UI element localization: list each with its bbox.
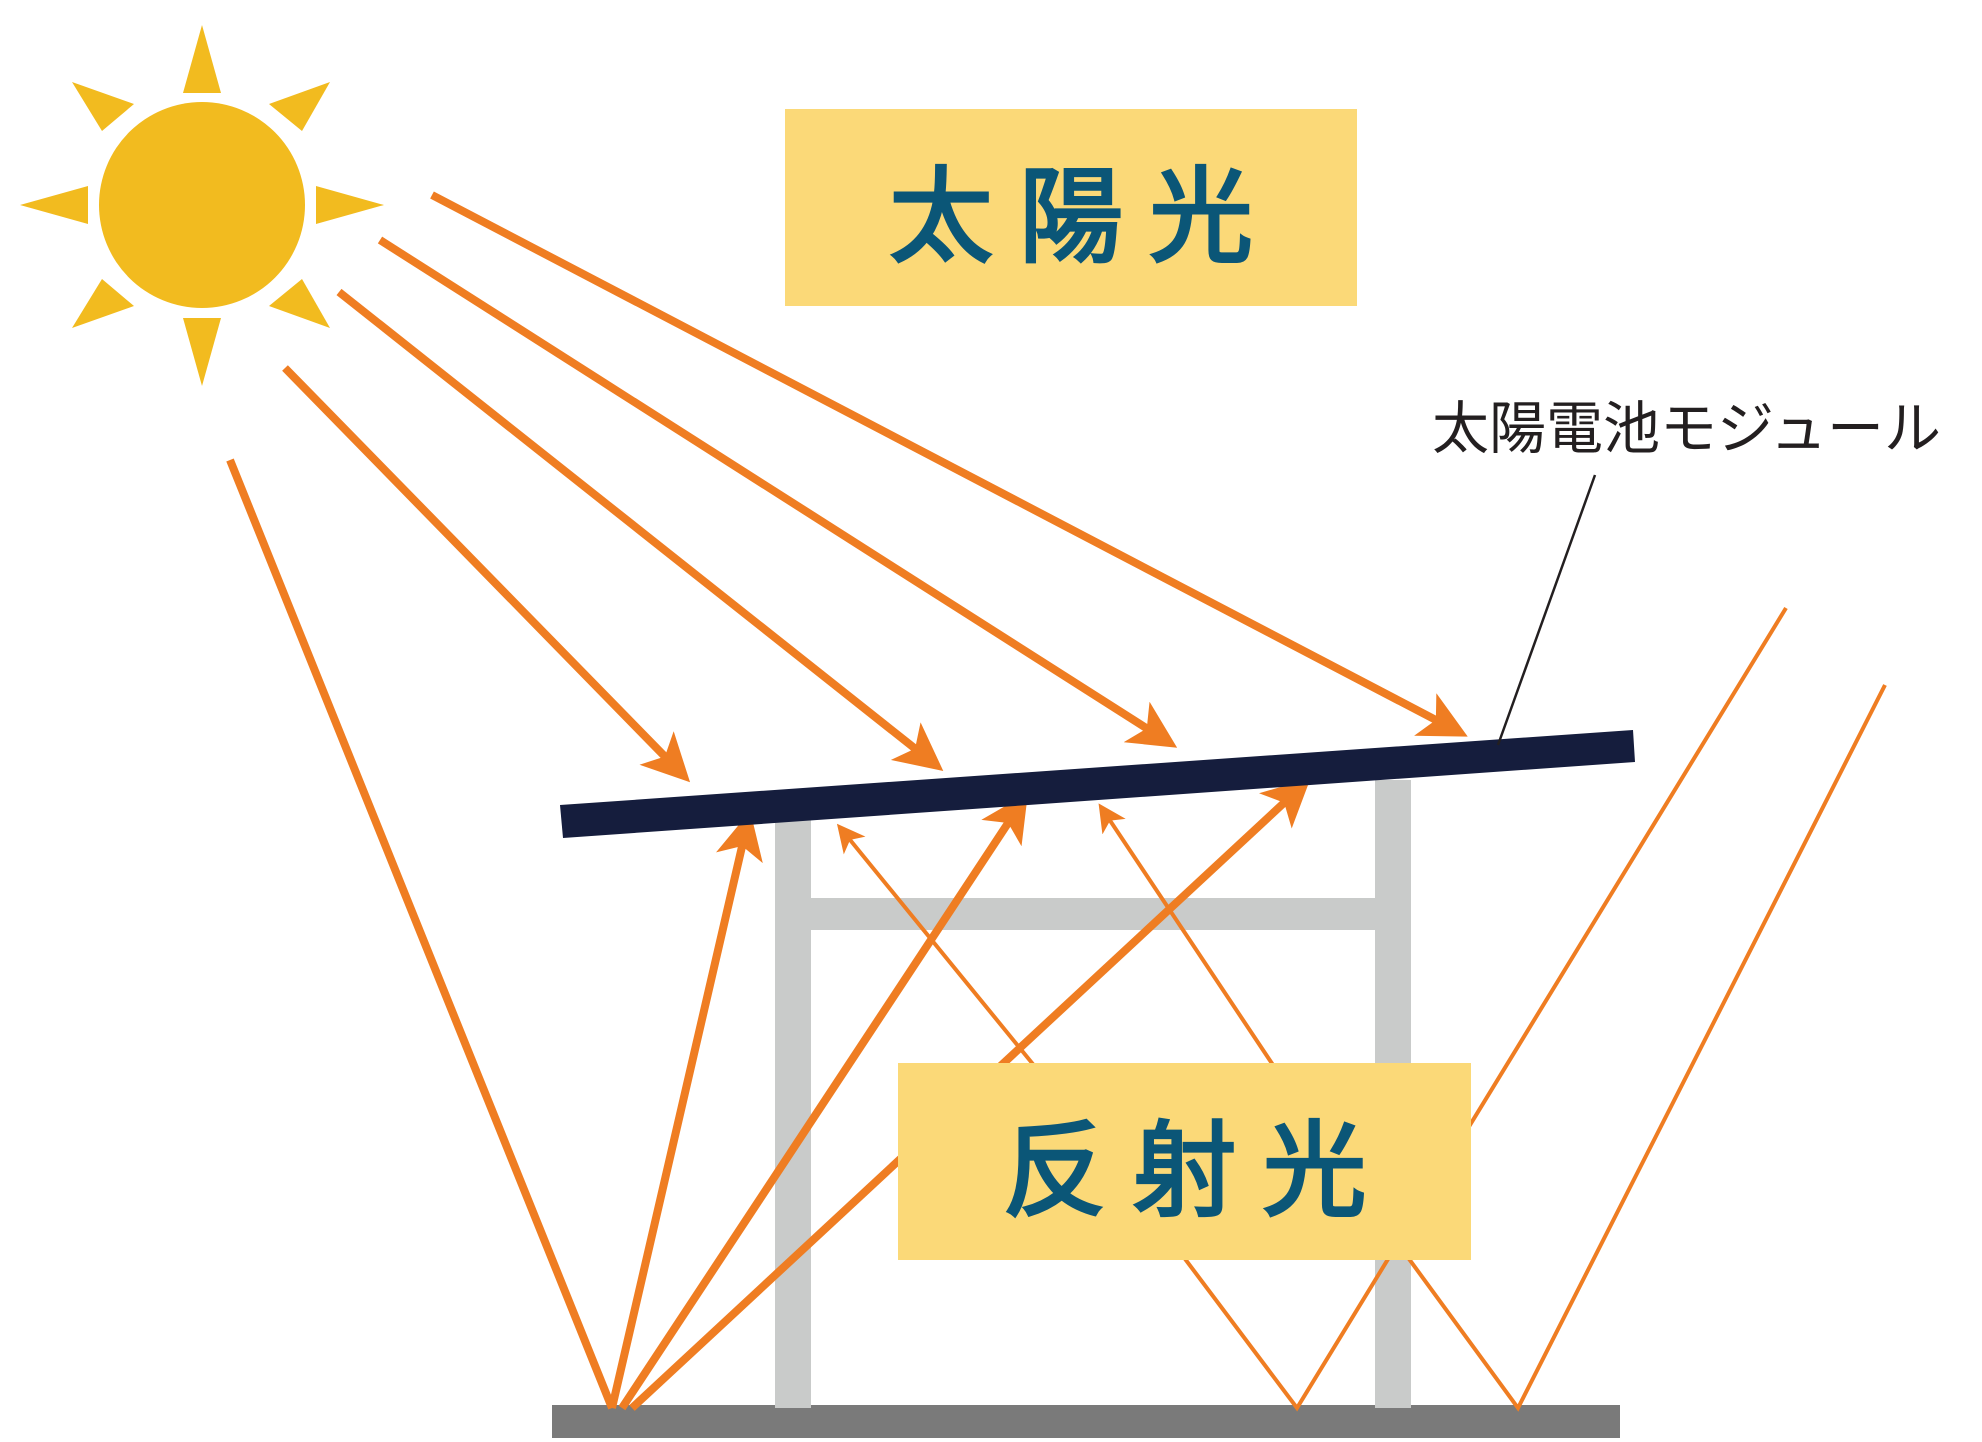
module-leader-line [1496, 474, 1597, 746]
frame-post-left [775, 818, 811, 1408]
solar-module-label: 太陽電池モジュール [1432, 396, 1942, 462]
sun-ray-1 [282, 365, 691, 783]
sunlight-label: 太陽光 [888, 156, 1279, 278]
sunlight-label-box: 太陽光 [785, 109, 1357, 306]
reflected-ray-thin-2 [1098, 684, 1887, 1412]
sun-ray-4 [430, 191, 1468, 737]
reflected-light-label: 反射光 [1002, 1110, 1393, 1232]
reflected-ray-thin-1 [836, 606, 1788, 1412]
reflected-light-label-box: 反射光 [898, 1063, 1471, 1260]
reflected-ray-1 [608, 810, 763, 1409]
sun-ray-to-ground [226, 458, 616, 1410]
solar-panel [560, 730, 1635, 838]
incident-rays [226, 191, 1468, 1410]
reflected-rays-thin [836, 606, 1887, 1412]
sun-ray-2 [336, 288, 944, 771]
frame-crossbar [811, 898, 1375, 930]
sun-icon [20, 25, 384, 386]
ground-surface [552, 1405, 1620, 1438]
sun-ray-3 [377, 236, 1178, 748]
reflected-ray-2 [618, 792, 1028, 1411]
